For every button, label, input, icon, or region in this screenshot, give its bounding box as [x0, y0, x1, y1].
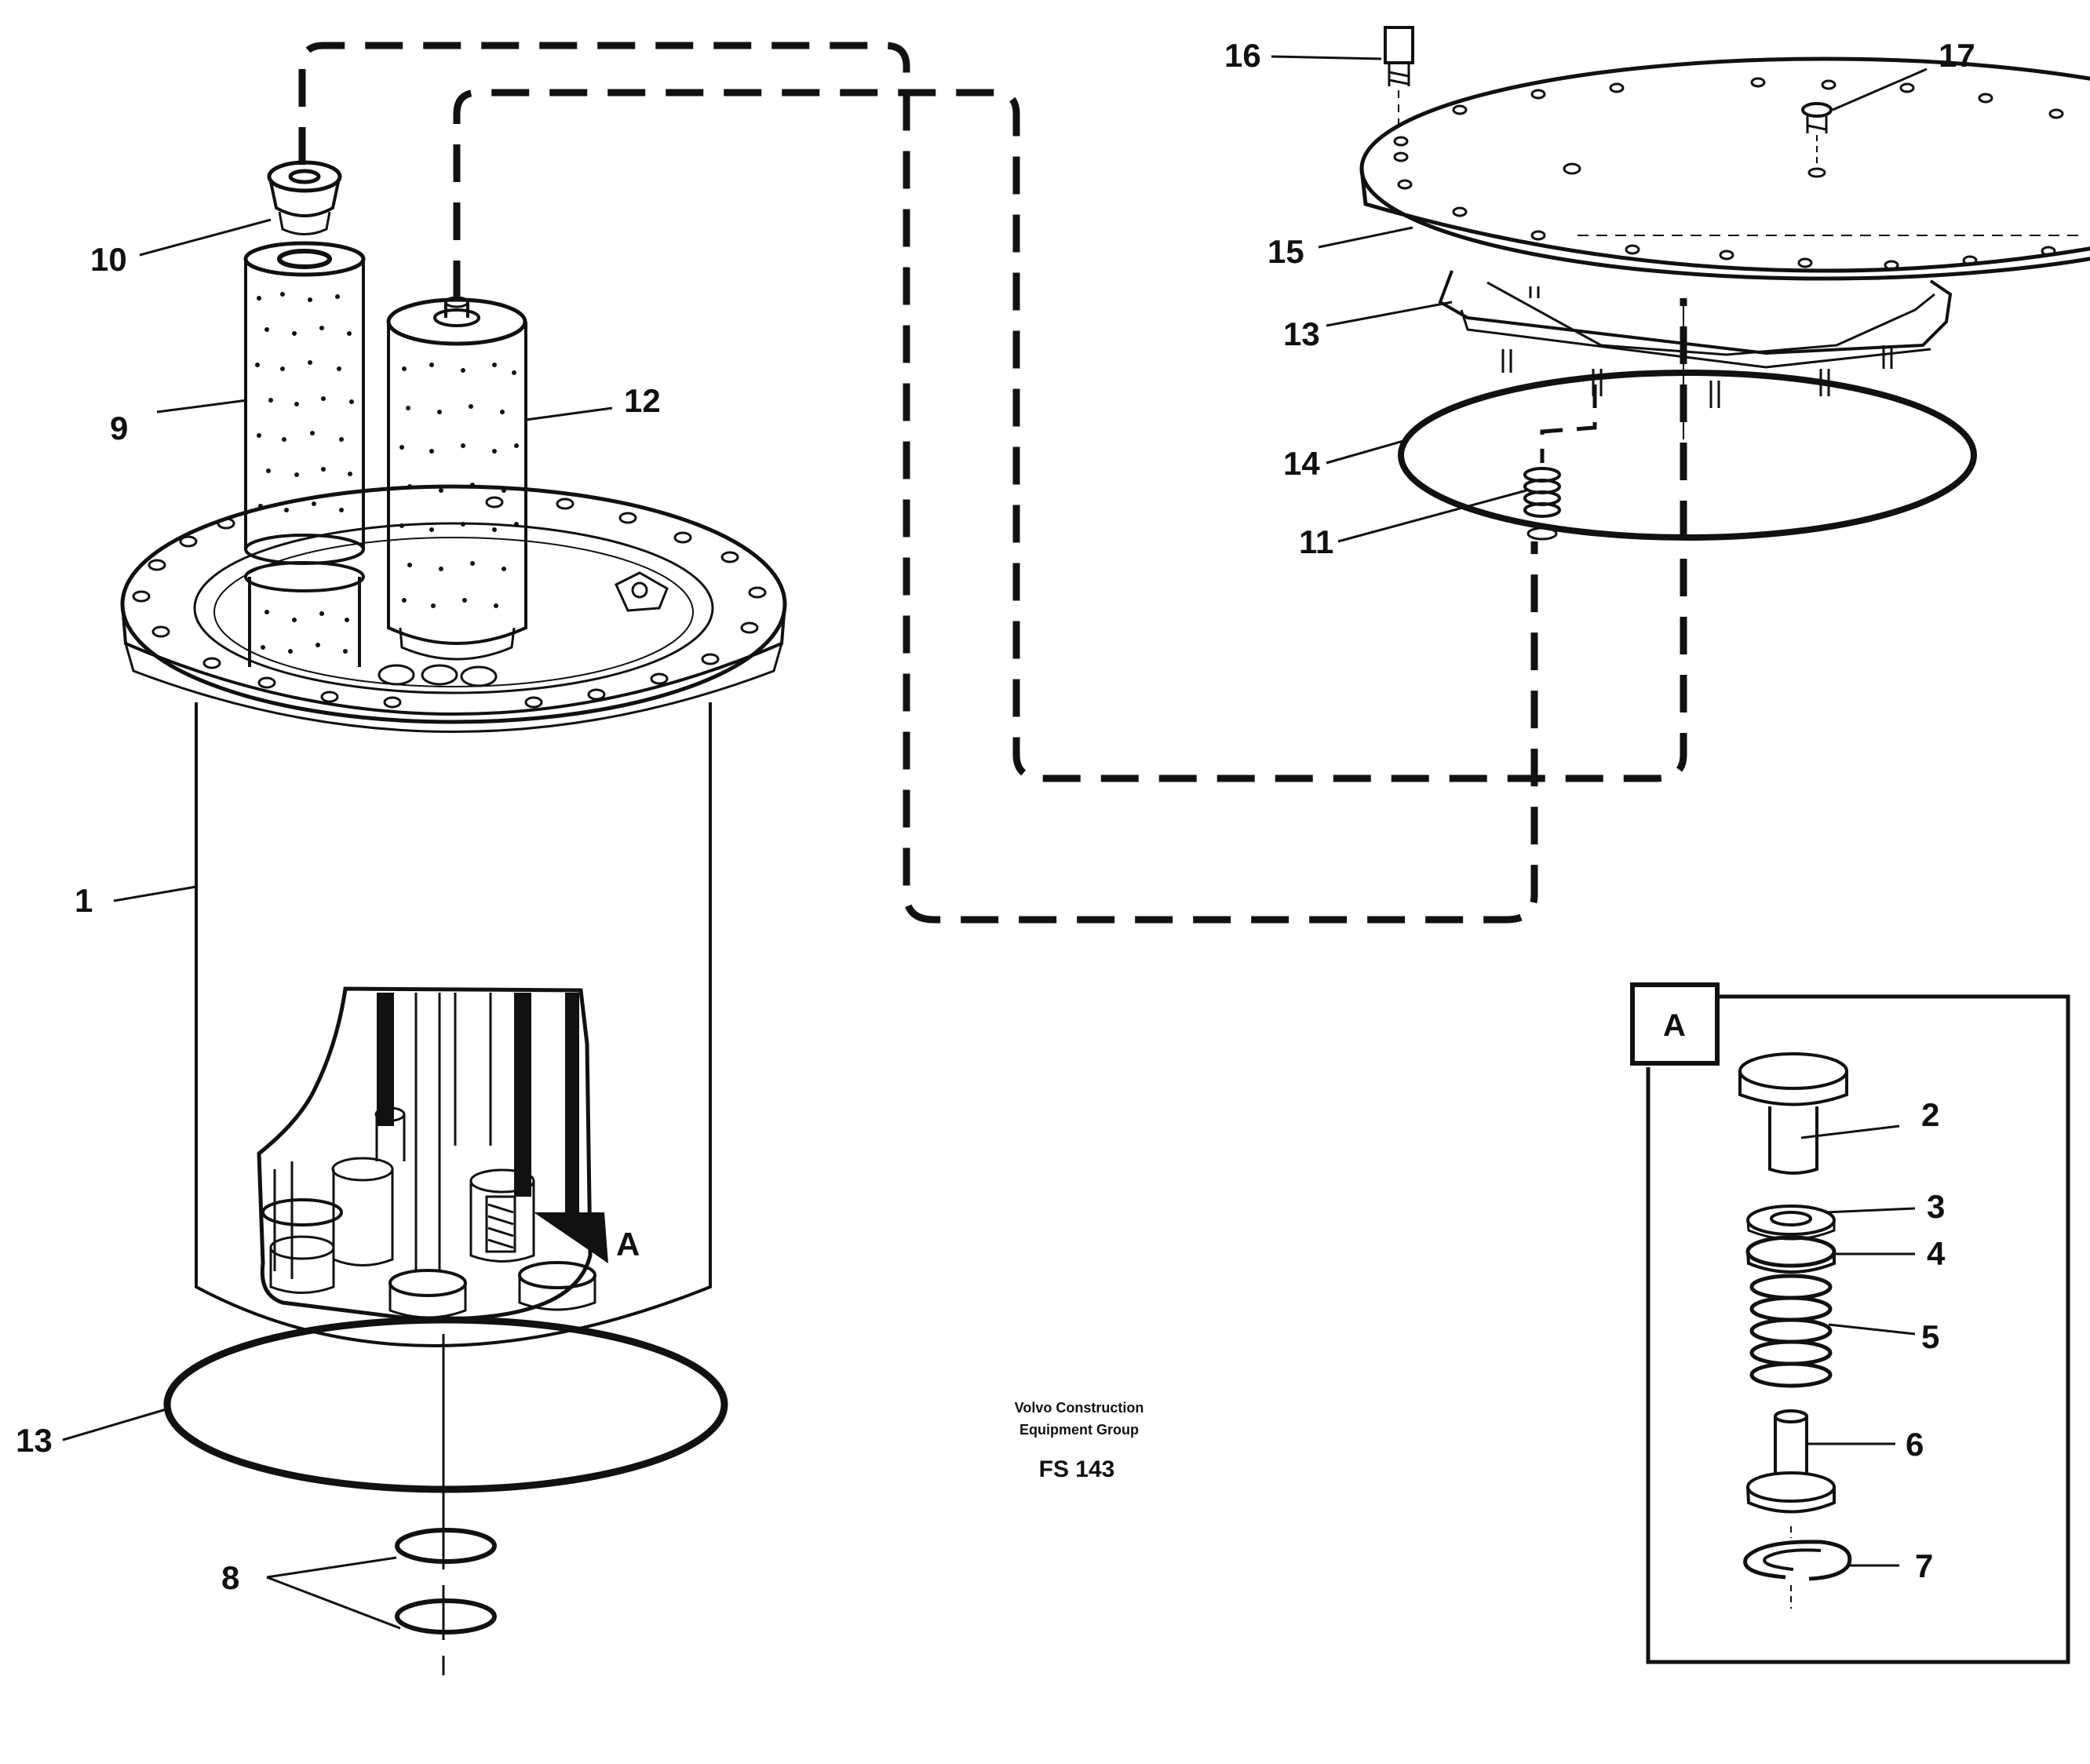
bottom-gasket-13	[163, 1316, 728, 1675]
cartridge-9-perforations	[255, 292, 354, 654]
housing-internal-tab	[615, 571, 669, 612]
callout-9: 9	[110, 410, 128, 446]
detail-a-arrow	[534, 1212, 608, 1263]
plate-studs	[1501, 286, 1893, 408]
gasket-14	[1398, 370, 1977, 541]
callout-7: 7	[1915, 1547, 1933, 1584]
filter-cartridge-9	[243, 241, 366, 667]
plate-13-top	[1438, 270, 1953, 439]
callout-6: 6	[1906, 1426, 1924, 1463]
connector-nut-to-spring	[298, 42, 1538, 924]
callout-10: 10	[90, 241, 127, 278]
housing-flange-rim	[121, 603, 786, 716]
callout-13-top: 13	[1283, 315, 1320, 352]
callout-13-bottom: 13	[16, 1422, 53, 1459]
credit-line-2: Equipment Group	[1019, 1422, 1139, 1438]
o-rings-8	[395, 1528, 497, 1635]
housing-opening	[213, 537, 694, 687]
connector-cartridge-to-cover	[453, 89, 1687, 782]
callout-labels: 1 2 3 4 5 6 7 8 9 10 11 12 13 13 14 15 1…	[16, 37, 1975, 1596]
housing-cutaway	[257, 986, 593, 1321]
callout-17: 17	[1939, 37, 1975, 74]
callout-15: 15	[1267, 233, 1304, 270]
cutaway-internals	[261, 993, 596, 1319]
cover-bolt-holes	[1393, 77, 2064, 271]
drawing-code: FS 143	[1039, 1456, 1115, 1482]
screw-17	[1801, 102, 1833, 178]
leader-lines	[62, 55, 1928, 1630]
cartridge-12-perforations	[399, 363, 519, 608]
callout-2: 2	[1921, 1096, 1939, 1133]
callout-3: 3	[1927, 1188, 1945, 1225]
nut-10	[267, 160, 342, 235]
callout-8: 8	[221, 1559, 239, 1596]
cover-15	[1359, 56, 2090, 281]
filter-cartridge-12	[386, 296, 527, 661]
filter-housing	[120, 484, 787, 1347]
housing-flange-inner	[193, 522, 714, 694]
spring-11	[1523, 467, 1561, 541]
callout-16: 16	[1224, 37, 1261, 74]
housing-body	[195, 702, 712, 1347]
connector-lines	[298, 42, 1687, 924]
callout-12: 12	[624, 382, 661, 419]
drawing-credit: Volvo Construction Equipment Group FS 14…	[1015, 1400, 1144, 1482]
detail-a-box-label: A	[1663, 1008, 1686, 1043]
detail-a-box	[1630, 982, 2070, 1664]
callout-11: 11	[1299, 523, 1333, 560]
bolt-16	[1384, 26, 1414, 129]
detail-a-parts	[1738, 1052, 1852, 1609]
detail-a-marker: A	[616, 1226, 640, 1263]
callout-14: 14	[1283, 445, 1320, 482]
housing-flange-step	[124, 643, 783, 733]
callout-1: 1	[75, 882, 93, 919]
callout-5: 5	[1921, 1318, 1939, 1355]
connector-stud-to-spring	[1540, 385, 1597, 463]
credit-line-1: Volvo Construction	[1015, 1400, 1144, 1416]
callout-4: 4	[1927, 1235, 1946, 1272]
flange-bolt-holes	[132, 496, 767, 709]
